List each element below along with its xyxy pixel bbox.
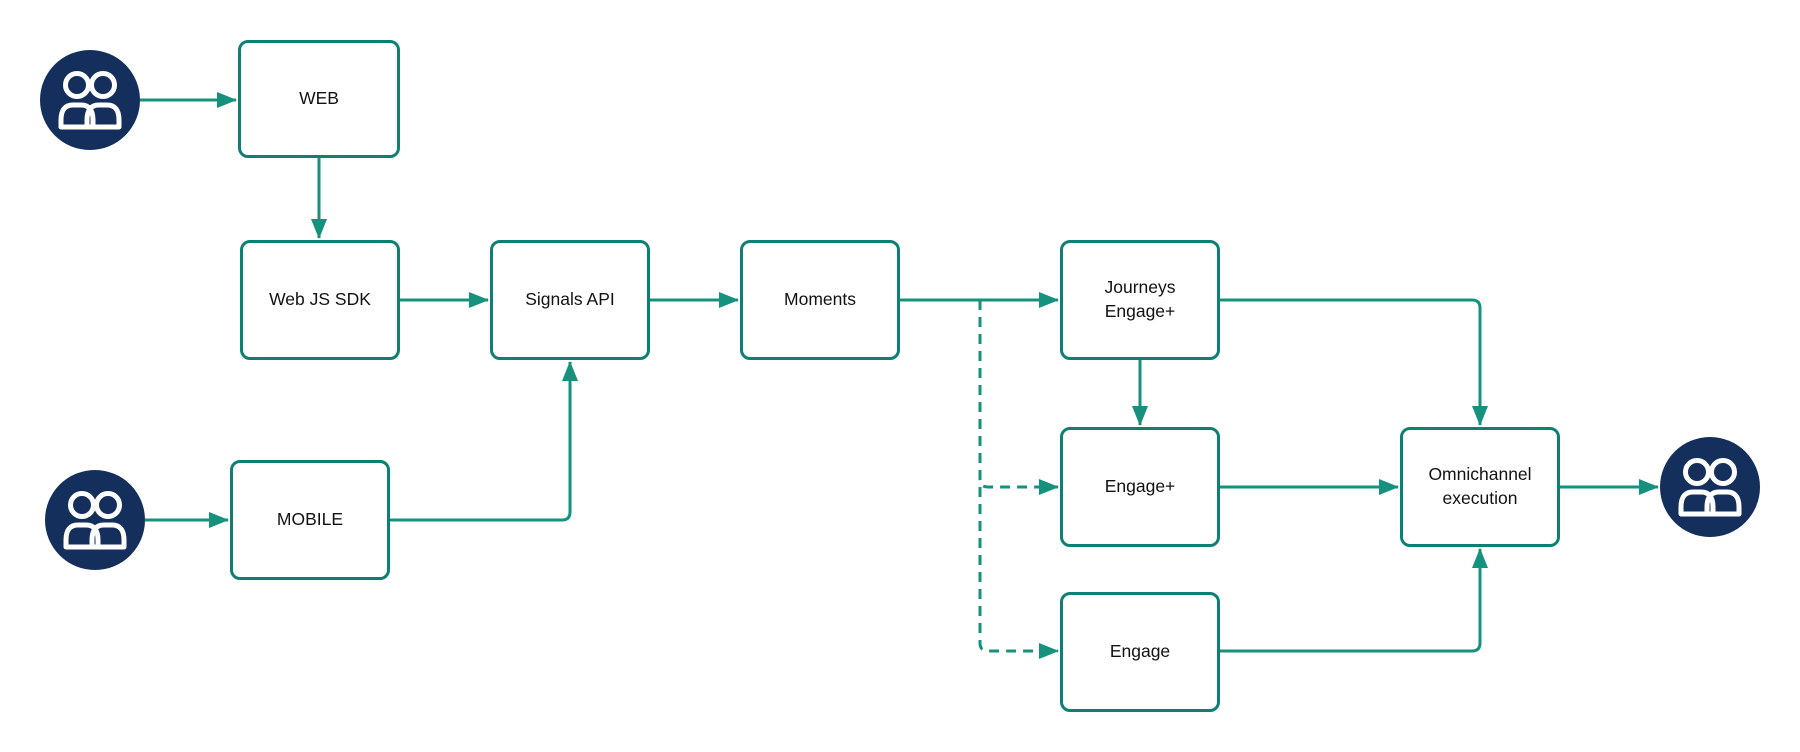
actor-circle — [45, 470, 145, 570]
edge-moments-to-engageplus-dashed — [978, 300, 1059, 495]
actor-web-users — [40, 50, 140, 150]
users-icon — [58, 71, 122, 130]
users-icon — [63, 491, 127, 550]
node-omnichannel-execution: Omnichannel execution — [1400, 427, 1560, 547]
edge-journeys-to-omnichannel — [1220, 298, 1488, 426]
node-engage: Engage — [1060, 592, 1220, 712]
node-web: WEB — [238, 40, 400, 158]
edge-moments-to-engage-dashed — [978, 487, 1059, 659]
node-journeys-engage-plus: Journeys Engage+ — [1060, 240, 1220, 360]
node-engage-plus: Engage+ — [1060, 427, 1220, 547]
actor-audience — [1660, 437, 1760, 537]
actor-mobile-users — [45, 470, 145, 570]
edge-mobile-to-signalsapi — [390, 361, 578, 522]
node-web-js-sdk: Web JS SDK — [240, 240, 400, 360]
node-signals-api: Signals API — [490, 240, 650, 360]
node-moments: Moments — [740, 240, 900, 360]
edge-engage-to-omnichannel — [1220, 548, 1488, 653]
actor-circle — [40, 50, 140, 150]
node-mobile: MOBILE — [230, 460, 390, 580]
users-icon — [1678, 458, 1742, 517]
actor-circle — [1660, 437, 1760, 537]
